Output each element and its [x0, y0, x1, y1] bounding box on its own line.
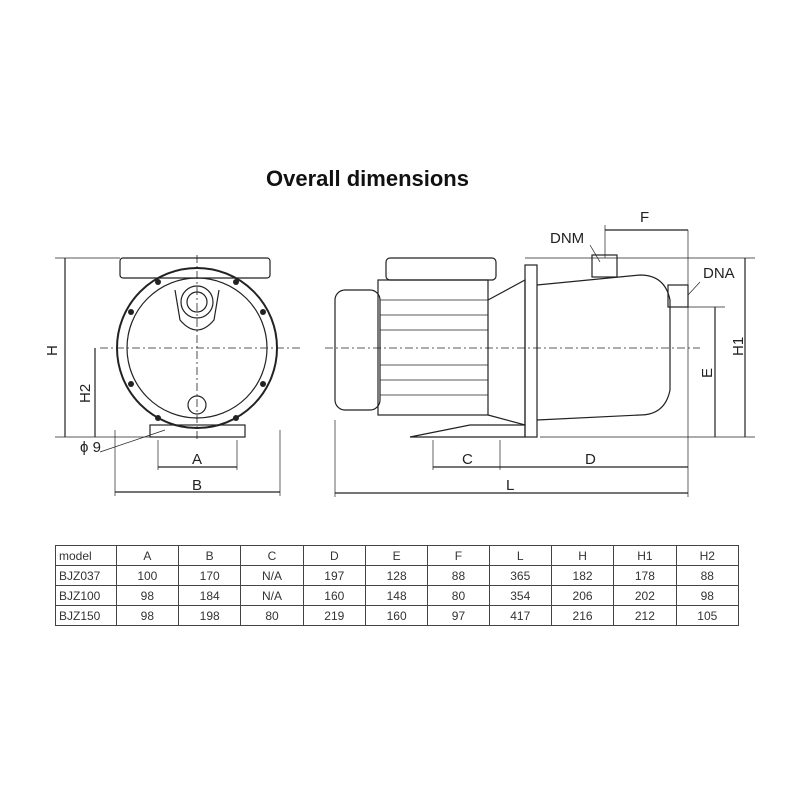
label-D: D [585, 451, 596, 468]
value-cell: 128 [364, 565, 429, 586]
header-cell: F [427, 545, 490, 566]
value-cell: 178 [613, 565, 677, 586]
value-cell: 197 [302, 565, 366, 586]
header-cell: model [55, 545, 117, 566]
label-E: E [699, 368, 716, 378]
header-cell: A [115, 545, 180, 566]
header-cell: D [302, 545, 366, 566]
header-cell: H2 [675, 545, 740, 566]
model-cell: BJZ037 [55, 565, 117, 586]
value-cell: 80 [427, 585, 490, 606]
page-title: Overall dimensions [266, 166, 469, 191]
value-cell: 160 [364, 605, 429, 626]
front-view [55, 255, 300, 496]
label-F: F [640, 209, 649, 226]
label-DNA: DNA [703, 265, 735, 282]
value-cell: 88 [675, 565, 740, 586]
value-cell: 417 [488, 605, 552, 626]
value-cell: 202 [613, 585, 677, 606]
label-L: L [506, 477, 514, 494]
model-cell: BJZ100 [55, 585, 117, 606]
value-cell: N/A [240, 585, 304, 606]
header-cell: H [550, 545, 615, 566]
value-cell: 198 [177, 605, 242, 626]
label-H: H [44, 345, 61, 356]
table-header-row: model A B C D E F L H H1 H2 [55, 545, 740, 566]
side-view [325, 225, 755, 497]
header-cell: C [240, 545, 304, 566]
header-cell: E [364, 545, 429, 566]
value-cell: 182 [550, 565, 615, 586]
value-cell: 206 [550, 585, 615, 606]
value-cell: 219 [302, 605, 366, 626]
value-cell: 160 [302, 585, 366, 606]
value-cell: 97 [427, 605, 490, 626]
value-cell: 80 [240, 605, 304, 626]
value-cell: 184 [177, 585, 242, 606]
value-cell: 88 [427, 565, 490, 586]
value-cell: 98 [115, 605, 180, 626]
label-DNM: DNM [550, 230, 584, 247]
value-cell: 98 [675, 585, 740, 606]
label-C: C [462, 451, 473, 468]
label-H2: H2 [77, 384, 94, 403]
value-cell: N/A [240, 565, 304, 586]
value-cell: 365 [488, 565, 552, 586]
value-cell: 216 [550, 605, 615, 626]
label-phi9: ϕ 9 [80, 439, 101, 456]
model-cell: BJZ150 [55, 605, 117, 626]
label-H1: H1 [730, 337, 747, 356]
value-cell: 212 [613, 605, 677, 626]
value-cell: 354 [488, 585, 552, 606]
value-cell: 170 [177, 565, 242, 586]
header-cell: B [177, 545, 242, 566]
label-B: B [192, 477, 202, 494]
value-cell: 100 [115, 565, 180, 586]
value-cell: 148 [364, 585, 429, 606]
pump-drawing: H H2 ϕ 9 A B C D L E H1 F DNM DNA [44, 209, 755, 497]
header-cell: L [488, 545, 552, 566]
value-cell: 98 [115, 585, 180, 606]
label-A: A [192, 451, 202, 468]
header-cell: H1 [613, 545, 677, 566]
value-cell: 105 [675, 605, 740, 626]
